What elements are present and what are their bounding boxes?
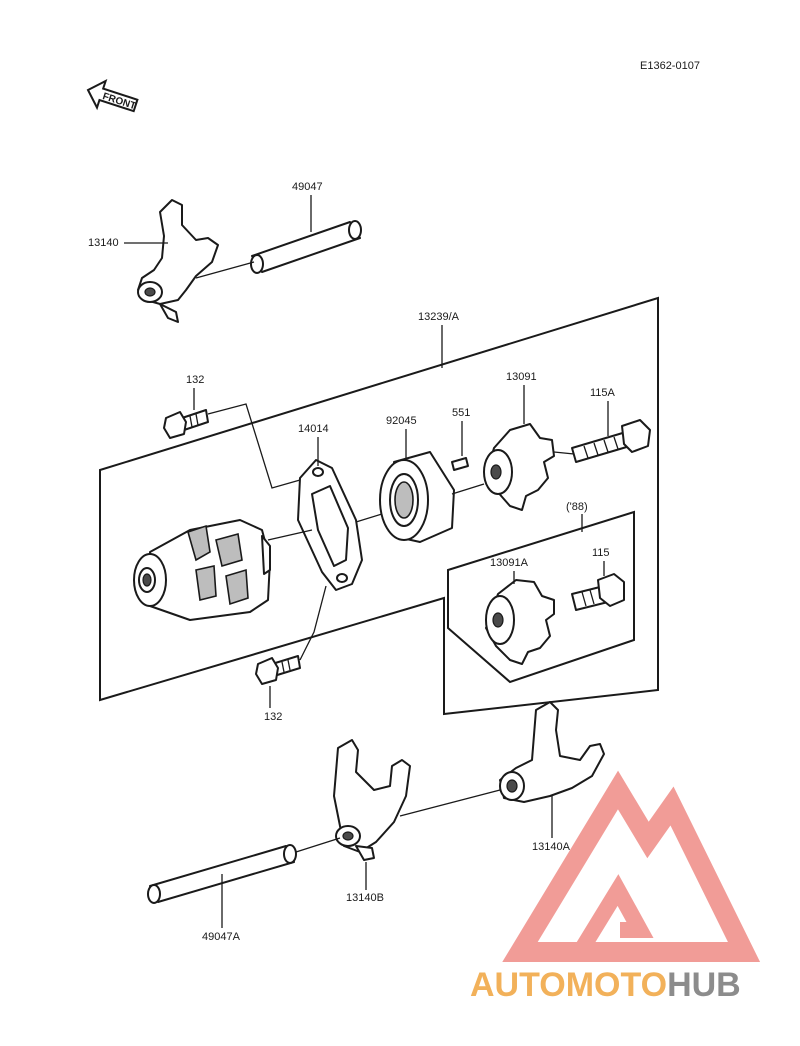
pin-plate-13091 [483,423,555,511]
bolt-115A [571,419,651,463]
label-13091: 13091 [506,371,537,383]
axis-line-gasket-bearing [355,513,383,523]
bolt-115 [571,573,625,611]
watermark-logo-icon [502,770,761,962]
label-13140: 13140 [88,237,119,249]
label-13091A: 13091A [490,557,529,569]
shift-drum [133,519,271,621]
shift-fork-13140B [333,739,411,861]
label-13239A: 13239/A [418,311,460,323]
shift-fork-13140 [137,199,219,323]
watermark-text-hub: HUB [667,966,741,1004]
axis-line-bearing-plate [451,483,485,495]
shift-fork-13140A [499,701,605,803]
pin-plate-13091A [485,579,555,665]
bolt-132-bottom [255,655,301,685]
axis-line-shaft-fork [295,837,341,853]
axis-line-forks [399,789,501,817]
label-88: ('88) [566,501,588,513]
axis-line-bolt-bottom [299,585,327,661]
label-115: 115 [592,547,610,559]
watermark-text: AUTOMOTOHUB [470,966,741,1004]
front-arrow-icon: FRONT [86,79,139,113]
pin-551 [451,457,469,471]
label-13140B: 13140B [346,892,384,904]
label-14014: 14014 [298,423,329,435]
bolt-132-top [163,409,209,439]
label-132-bottom: 132 [264,711,282,723]
label-115A: 115A [590,387,616,399]
axis-line-drum-gasket [267,529,313,541]
axis-line-bolt-top [207,403,301,489]
gasket-14014 [297,459,363,591]
label-49047A: 49047A [202,931,241,943]
diagram-code: E1362-0107 [640,60,700,72]
axis-line-plate-bolt [553,451,575,455]
label-13140A: 13140A [532,841,571,853]
label-132-top: 132 [186,374,204,386]
axis-line-fork-shaft [195,261,255,279]
assembly-frame-13239A [99,296,659,716]
label-92045: 92045 [386,415,417,427]
label-551: 551 [452,407,470,419]
watermark-text-automoto: AUTOMOTO [470,966,667,1004]
bearing-92045 [379,451,455,543]
label-49047: 49047 [292,181,323,193]
subframe-88 [447,510,635,684]
shaft-49047 [250,220,362,274]
